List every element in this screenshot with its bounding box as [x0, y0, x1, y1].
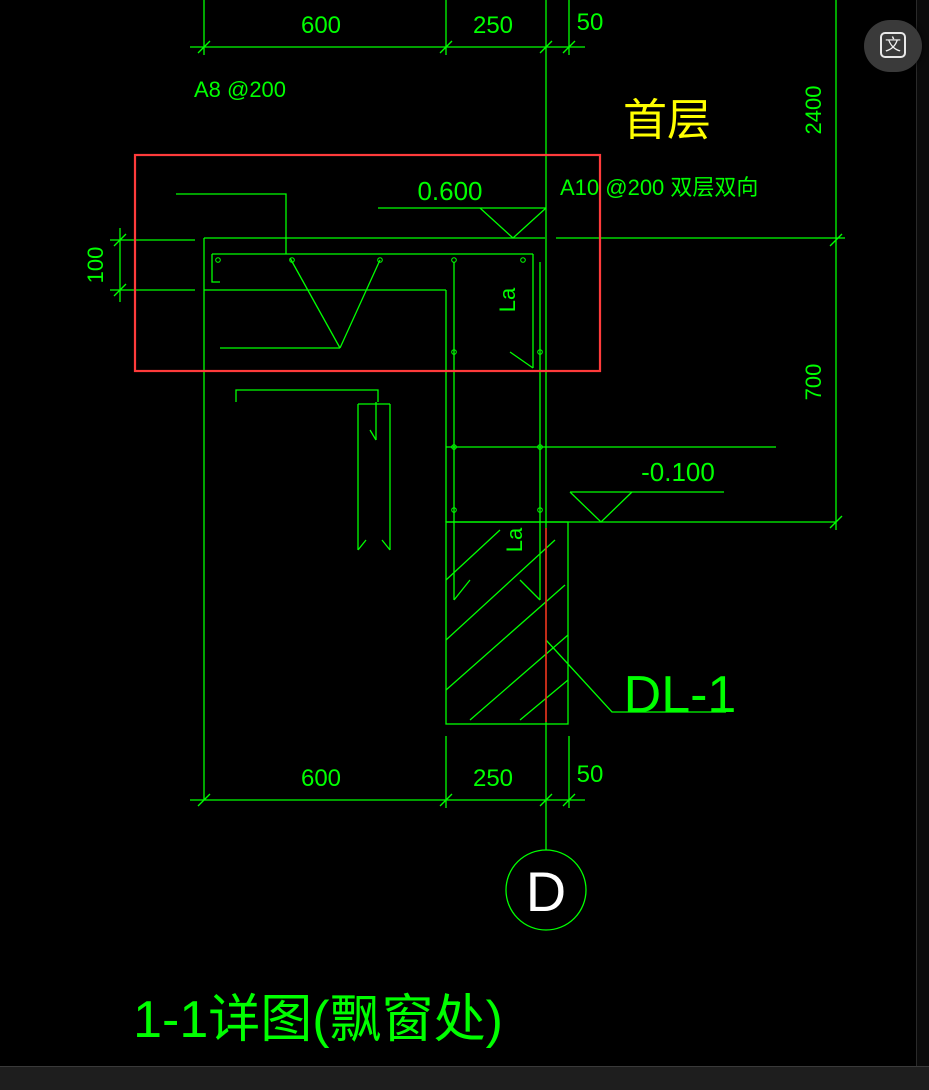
rebar-fragment	[235, 389, 379, 402]
bent-rebar	[339, 259, 381, 349]
vertical-scrollbar[interactable]	[916, 0, 929, 1066]
dim-tick	[829, 233, 843, 247]
dim-top-50: 50	[577, 9, 604, 36]
dim-tick	[562, 793, 576, 807]
dim-bottom-250: 250	[473, 765, 513, 792]
dim-bottom-600: 600	[301, 765, 341, 792]
axis-bubble	[505, 849, 587, 931]
rebar-dot	[520, 257, 526, 263]
floor-label: 首层	[623, 96, 711, 145]
bottom-scroll-strip[interactable]	[0, 1066, 929, 1090]
rebar-label-a10: A10 @200 双层双向	[560, 175, 758, 200]
rebar-fragment	[381, 539, 391, 551]
rebar-hook	[453, 579, 471, 601]
dim-tick	[197, 40, 211, 54]
slab-rebar	[211, 254, 220, 283]
rebar-fragment	[357, 539, 367, 551]
rebar-dot	[289, 257, 295, 263]
dim-top-600: 600	[301, 12, 341, 39]
dim-tick	[439, 40, 453, 54]
dim-tick	[113, 283, 127, 297]
beam-label-dl1: DL-1	[624, 666, 737, 724]
rebar-fragment	[369, 429, 377, 441]
dim-bottom-50: 50	[577, 761, 604, 788]
elev-triangle-bottom	[569, 491, 633, 523]
dim-tick	[439, 793, 453, 807]
dim-tick	[197, 793, 211, 807]
anchor-label-top: La	[495, 287, 520, 312]
beam-leader	[545, 639, 726, 713]
translate-icon: 文	[880, 32, 906, 58]
dim-700: 700	[801, 364, 826, 401]
elevation-top: 0.600	[417, 176, 482, 206]
slab-rebar-hook	[176, 193, 287, 254]
dim-tick	[113, 233, 127, 247]
dim-2400: 2400	[801, 86, 826, 135]
rebar-label-a8: A8 @200	[194, 77, 286, 102]
dim-tick	[562, 40, 576, 54]
dim-100: 100	[83, 247, 108, 284]
anchor-label-bottom: La	[502, 527, 527, 552]
section-detail-drawing: 600 250 50 600 250 50 0.600 -0.100 A8 @2…	[83, 0, 845, 1049]
rebar-dot	[377, 257, 383, 263]
beam-hatch	[445, 529, 569, 721]
dim-top-250: 250	[473, 12, 513, 39]
bent-rebar	[289, 257, 341, 349]
rebar-dot	[451, 257, 457, 263]
cad-drawing-canvas: 600 250 50 600 250 50 0.600 -0.100 A8 @2…	[83, 0, 845, 1049]
selection-highlight-box	[133, 153, 602, 373]
rebar-hook	[509, 351, 534, 369]
elevation-bottom: -0.100	[641, 457, 715, 487]
rebar-hook	[519, 579, 541, 601]
translate-button[interactable]: 文	[864, 20, 922, 72]
detail-title: 1-1详图(飘窗处)	[133, 991, 503, 1049]
axis-label-d: D	[526, 860, 566, 923]
elev-triangle-top	[479, 207, 547, 239]
dim-tick	[539, 793, 553, 807]
rebar-dot	[215, 257, 221, 263]
